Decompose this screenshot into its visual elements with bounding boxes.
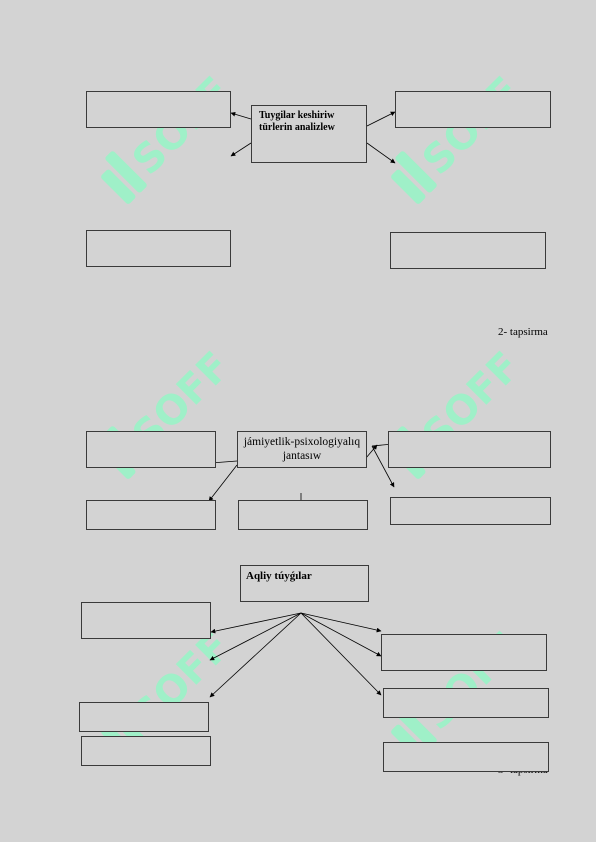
d1-box-top-right (395, 91, 551, 128)
d1-center-label: Tuygilar keshiriw türlerin analizlew (259, 110, 335, 133)
arrow-d1-top-right (366, 111, 396, 127)
d3-box-left-2 (79, 702, 209, 732)
d2-box-right-bottom (390, 497, 551, 525)
d3-center-label: Aqliy túyǵılar (246, 570, 312, 582)
task2-label: 2- tapsirma (498, 326, 548, 338)
d1-box-bottom-right (390, 232, 546, 269)
d3-box-right-2 (383, 688, 549, 718)
arrow-d3-1 (210, 612, 302, 634)
arrow-d2-right-bottom (371, 445, 395, 488)
arrow-d1-top-left (230, 111, 252, 120)
d3-box-center (240, 565, 369, 602)
d3-box-left-3 (81, 736, 211, 766)
arrow-d1-bottom-left (230, 142, 252, 157)
arrow-d3-4 (300, 612, 382, 633)
d3-box-left-1 (81, 602, 211, 639)
d3-box-right-1 (381, 634, 547, 671)
d1-box-bottom-left (86, 230, 231, 267)
arrow-d3-3 (209, 612, 302, 698)
arrow-d2-right-mid (365, 444, 378, 459)
d2-box-left-top (86, 431, 216, 468)
d2-center-label: jámiyetlik-psixologiyalıq jantasıw (243, 436, 361, 462)
d3-box-right-3 (383, 742, 549, 772)
arrow-d2-down-left (208, 464, 238, 502)
d1-box-top-left (86, 91, 231, 128)
arrow-d3-5 (300, 612, 382, 657)
d1-box-center (251, 105, 367, 163)
d2-box-left-bottom (86, 500, 216, 530)
d2-box-center (237, 431, 367, 468)
arrow-d3-2 (209, 612, 302, 661)
d2-box-right-top (388, 431, 551, 468)
d2-box-center-bottom (238, 500, 368, 530)
arrow-d3-6 (300, 612, 382, 696)
arrow-d1-bottom-right (366, 142, 396, 164)
